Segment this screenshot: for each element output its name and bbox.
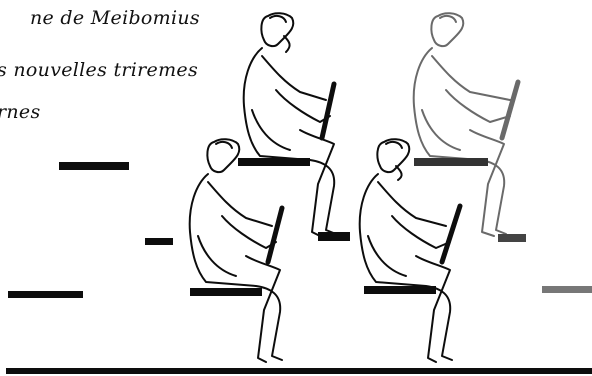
bench-upper-right: [414, 158, 488, 166]
bench-upper-left: [238, 158, 310, 166]
rower-lower-left: [190, 139, 282, 362]
rower-upper-left: [244, 13, 336, 236]
rower-lower-right: [360, 139, 460, 362]
rower-upper-right: [414, 13, 518, 236]
footrest-upper-left: [318, 232, 350, 241]
bench-lower-right: [364, 286, 436, 294]
footrest-upper-right: [498, 234, 526, 242]
bench-lower-left: [190, 288, 262, 296]
